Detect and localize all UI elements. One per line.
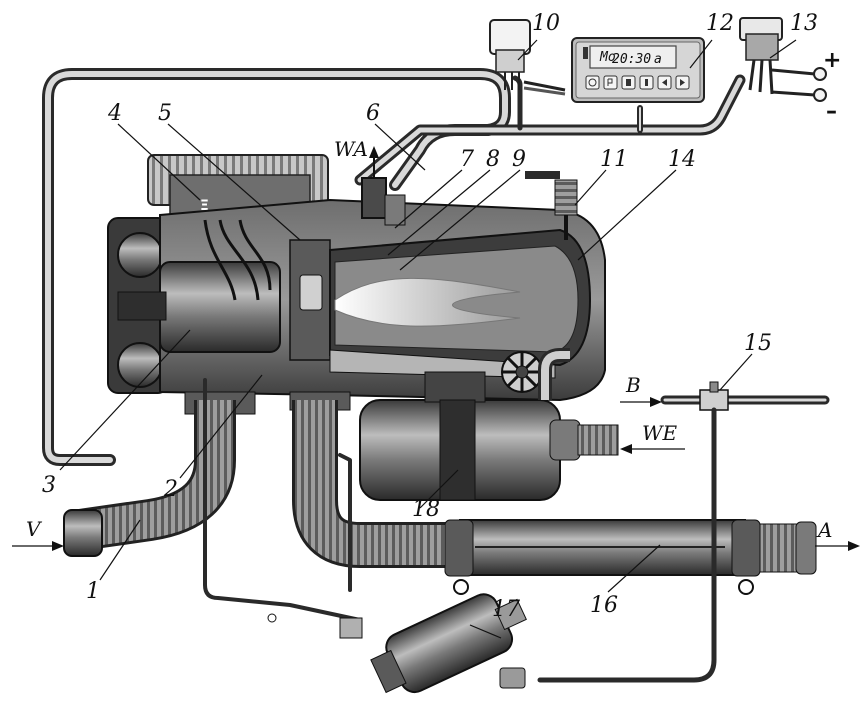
callout-4: 4 (107, 101, 122, 126)
callout-16: 16 (590, 593, 618, 618)
flow-label-outlet: A (816, 518, 832, 542)
fuel-dosing-pump (267, 593, 527, 694)
timer-display-suffix: a (654, 52, 662, 67)
callout-12: 12 (706, 11, 734, 36)
callout-labels: 4 5 6 7 8 9 10 11 12 13 14 15 16 17 18 3… (42, 11, 818, 622)
flow-arrows (12, 397, 860, 551)
water-arrow-icon (620, 444, 632, 454)
callout-7: 7 (460, 147, 474, 172)
intake-hose (63, 400, 236, 557)
callout-8: 8 (486, 147, 500, 172)
brand-logo-icon: Ξ (200, 198, 209, 214)
flow-label-water: WE (642, 421, 678, 445)
callout-13: 13 (790, 11, 818, 36)
flow-label-intake: V (26, 517, 43, 541)
callout-15: 15 (744, 331, 772, 356)
callout-3: 3 (42, 473, 56, 498)
flow-label-exhaust: WA (334, 137, 368, 161)
callout-18: 18 (412, 497, 440, 522)
callout-9: 9 (512, 147, 526, 172)
air-duct (292, 400, 460, 568)
silencer (444, 519, 817, 595)
callout-14: 14 (668, 147, 696, 172)
callout-17: 17 (492, 597, 520, 622)
timer-buttons (585, 75, 690, 90)
callout-6: 6 (366, 101, 380, 126)
minus-sign: – (826, 99, 837, 124)
timer-display-time: 20:30 (612, 52, 651, 67)
exhaust-arrow-icon (369, 146, 379, 158)
circulation-pump (359, 348, 619, 501)
callout-2: 2 (163, 477, 178, 502)
intake-arrow-icon (52, 541, 64, 551)
callout-11: 11 (600, 147, 628, 172)
main-connector: + – (739, 17, 841, 124)
callout-10: 10 (532, 11, 560, 36)
callout-5: 5 (158, 101, 172, 126)
flow-label-fuel: B (625, 373, 641, 397)
timer-display-mode: Mo (599, 50, 616, 65)
outlet-arrow-icon (848, 541, 860, 551)
timer-control-unit: Mo 20:30 a (571, 37, 705, 103)
callout-leaders (59, 39, 797, 639)
fuse-connector (489, 19, 566, 96)
fuel-arrow-icon (650, 397, 662, 407)
negative-terminal-icon (813, 88, 827, 102)
positive-terminal-icon (813, 67, 827, 81)
plus-sign: + (823, 48, 841, 73)
callout-1: 1 (86, 579, 100, 604)
fuel-line (203, 378, 830, 683)
heater-unit: Ξ (107, 146, 606, 415)
flame-icon (334, 277, 521, 327)
